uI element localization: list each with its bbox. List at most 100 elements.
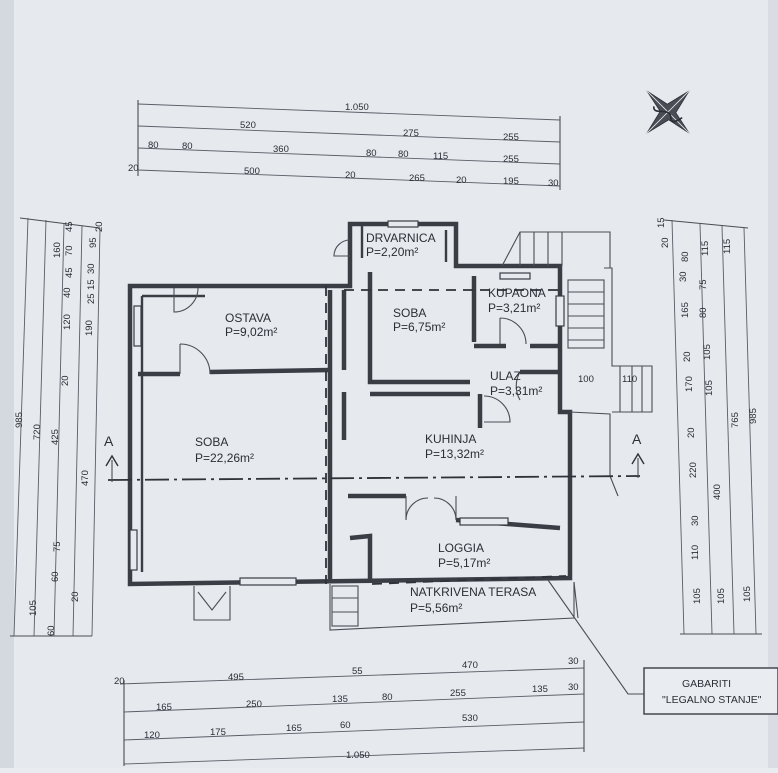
room-label-kupaona: KUPAONA P=3,21m² [488, 286, 546, 315]
room-name: LOGGIA [438, 541, 484, 555]
room-name: KUHINJA [425, 432, 476, 446]
north-arrow-icon [646, 90, 690, 134]
top-dim-label: 275 [403, 128, 419, 139]
right-dim-label: 115 [722, 239, 733, 254]
right-dim-label: 105 [742, 586, 753, 602]
bottom-dim-label: 470 [462, 660, 478, 671]
right-dim-label: 15 [656, 217, 667, 228]
bottom-dim-label: 120 [144, 730, 160, 741]
top-dim-label: 20 [128, 163, 139, 174]
legend-box [643, 667, 778, 715]
right-dim-label: 105 [716, 588, 727, 604]
bottom-dim-label: 55 [352, 666, 363, 677]
right-dim-label: 20 [682, 351, 693, 362]
bottom-dim-label: 30 [568, 656, 579, 667]
top-dim-label: 255 [503, 132, 519, 143]
left-dim-label: 45 [64, 221, 75, 232]
inner-dim-label: 110 [622, 374, 637, 385]
left-dim-label: 190 [84, 320, 95, 336]
room-label-kuhinja: KUHINJA P=13,32m² [425, 432, 484, 461]
bottom-dim-label: 175 [210, 727, 226, 738]
legend: GABARITI "LEGALNO STANJE" [547, 579, 778, 715]
left-dim-label: 45 [64, 267, 75, 278]
left-dim-label: 105 [28, 600, 39, 616]
left-dim-label: 120 [62, 314, 73, 330]
top-dim-label: 255 [503, 154, 519, 165]
section-mark-left: A [104, 433, 114, 449]
right-dim-label: 985 [748, 408, 759, 424]
left-dim-label: 20 [70, 591, 81, 602]
room-area: P=2,20m² [366, 245, 418, 259]
left-dim-label: 40 [62, 287, 73, 298]
left-dim-label: 20 [60, 375, 71, 386]
top-dim-label: 20 [456, 175, 467, 186]
right-dim-label: 765 [730, 412, 741, 428]
room-name: OSTAVA [225, 311, 271, 325]
top-dim-label: 80 [366, 148, 377, 159]
left-dim-label: 60 [46, 625, 57, 636]
room-area: P=13,32m² [425, 447, 484, 461]
top-dimension-labels: 1.050 520 275 255 80 80 360 80 80 115 25… [128, 102, 559, 189]
left-dimension-labels: 985 720 105 160 425 60 45 70 45 40 120 2… [14, 221, 105, 636]
left-dim-label: 70 [64, 245, 75, 256]
top-dim-label: 360 [273, 144, 289, 155]
bottom-dim-label: 495 [228, 672, 244, 683]
left-dim-label: 25 [86, 293, 97, 304]
right-dim-label: 115 [700, 241, 711, 256]
top-dim-label: 80 [182, 141, 193, 152]
left-dim-label: 30 [86, 263, 97, 274]
room-label-loggia: LOGGIA P=5,17m² [438, 541, 490, 570]
room-name: SOBA [195, 435, 228, 449]
bottom-dim-label: 165 [156, 702, 172, 713]
bottom-dim-label: 135 [332, 694, 348, 705]
right-dim-label: 20 [660, 237, 671, 248]
left-dimension-lines [10, 217, 101, 637]
page-edge-right [768, 0, 778, 768]
section-line-aa: A A [104, 431, 645, 482]
bottom-dim-label: 165 [286, 723, 302, 734]
top-dim-label: 115 [433, 151, 448, 162]
room-name: KUPAONA [488, 286, 546, 300]
left-dim-label: 75 [52, 541, 63, 552]
right-dim-label: 80 [698, 307, 709, 318]
windows [129, 220, 565, 586]
top-dim-label: 195 [503, 176, 519, 187]
stairs [331, 231, 653, 627]
top-dimension-lines [137, 100, 561, 190]
section-mark-right: A [632, 431, 642, 447]
right-dim-label: 105 [704, 380, 715, 396]
top-dim-label: 20 [345, 170, 356, 181]
top-dim-label: 30 [548, 178, 559, 189]
right-dimension-lines [663, 219, 762, 635]
bottom-dim-label: 135 [532, 684, 548, 695]
room-area: P=3,21m² [488, 301, 540, 315]
room-label-ulaz: ULAZ P=3,31m² [490, 369, 542, 398]
right-dim-label: 400 [712, 484, 723, 500]
room-area: P=6,75m² [393, 320, 445, 334]
left-dim-label: 20 [94, 221, 105, 232]
top-dim-label: 80 [148, 140, 159, 151]
bottom-dim-label: 80 [382, 692, 393, 703]
right-dim-label: 75 [698, 279, 709, 290]
left-dim-label: 425 [50, 429, 61, 445]
top-dim-label: 500 [244, 166, 260, 177]
room-label-soba-large: SOBA P=22,26m² [195, 435, 254, 465]
legend-subtitle: "LEGALNO STANJE" [662, 694, 762, 706]
bottom-dimension-lines [119, 660, 585, 766]
top-dim-label: 265 [409, 173, 425, 184]
room-area: P=5,17m² [438, 556, 490, 570]
left-dim-label: 470 [80, 470, 91, 486]
right-dim-label: 20 [686, 427, 697, 438]
room-area: P=22,26m² [195, 451, 254, 465]
bottom-dim-label: 1.050 [346, 750, 370, 761]
left-dim-label: 160 [52, 242, 63, 258]
room-name: ULAZ [490, 369, 521, 383]
bottom-dim-label: 30 [568, 682, 579, 693]
room-area: P=9,02m² [225, 325, 277, 339]
bottom-dim-label: 250 [246, 699, 262, 710]
doors [173, 239, 527, 621]
top-dim-label: 520 [240, 120, 256, 131]
room-area: P=5,56m² [410, 601, 462, 615]
